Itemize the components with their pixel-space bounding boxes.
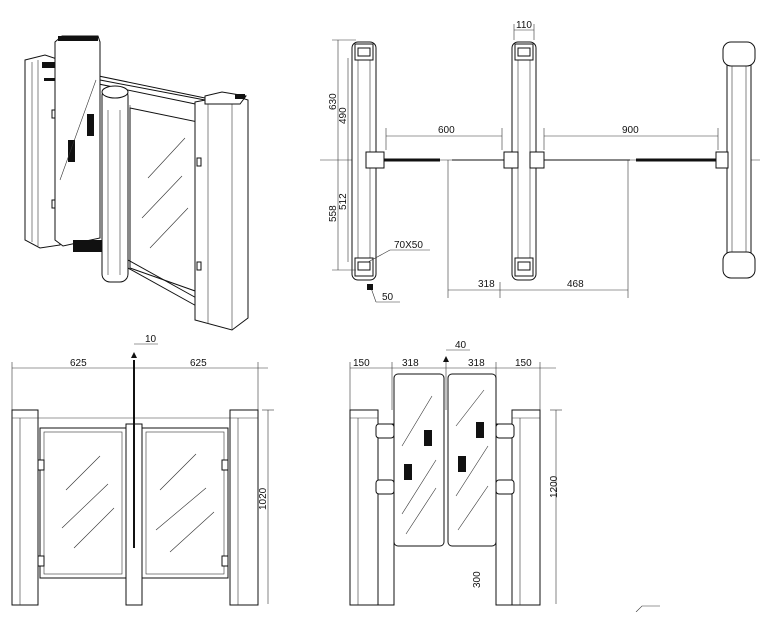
- iso-pivot-post: [101, 85, 129, 283]
- front-single-dim-625-left: 625: [70, 358, 87, 369]
- front-single-center-post: [125, 360, 143, 606]
- plan-dim-labels: 110 630 490 558 512 70X50 50 600 900 318…: [328, 20, 639, 303]
- plan-dimensions: [332, 24, 719, 303]
- front-double-dim-318-right: 318: [468, 358, 485, 369]
- front-single-dim-10: 10: [145, 334, 157, 345]
- front-single-dimensions: 625 625 10 1020: [11, 334, 274, 604]
- plan-dim-50: 50: [382, 292, 394, 303]
- front-double-leaf-left: [393, 373, 445, 547]
- plan-view: 110 630 490 558 512 70X50 50 600 900 318…: [320, 20, 760, 303]
- front-view-single: 625 625 10 1020: [11, 334, 274, 606]
- front-view-double: 150 318 40 318 150 1200 300: [349, 340, 562, 606]
- plan-dim-558: 558: [328, 205, 339, 222]
- front-single-dim-1020: 1020: [258, 487, 269, 510]
- front-single-cabinets: [11, 409, 259, 606]
- isometric-view: [24, 35, 249, 331]
- front-double-posts: [375, 423, 515, 606]
- plan-dim-70x50: 70X50: [394, 240, 423, 251]
- plan-dim-630: 630: [328, 93, 339, 110]
- plan-dim-900: 900: [622, 125, 639, 136]
- plan-dim-468: 468: [567, 279, 584, 290]
- iso-swing-leaf: [54, 35, 103, 252]
- front-double-dim-300: 300: [472, 571, 483, 588]
- front-double-cabinets: [349, 409, 541, 606]
- front-single-glass-right: [141, 427, 229, 579]
- plan-post-1: [351, 41, 385, 281]
- plan-dim-490: 490: [338, 107, 349, 124]
- front-double-dimensions: 150 318 40 318 150 1200 300: [349, 340, 562, 604]
- front-double-dim-1200: 1200: [549, 475, 560, 498]
- plan-post-2: [503, 41, 545, 281]
- front-double-dim-150-left: 150: [353, 358, 370, 369]
- corner-mark: [635, 605, 660, 613]
- iso-glass-panel: [129, 107, 199, 293]
- front-double-dim-40: 40: [455, 340, 467, 351]
- plan-dim-110: 110: [516, 20, 532, 31]
- plan-dim-600: 600: [438, 125, 455, 136]
- front-single-dim-625-right: 625: [190, 358, 207, 369]
- plan-dim-318: 318: [478, 279, 495, 290]
- front-double-dim-150-right: 150: [515, 358, 532, 369]
- iso-front-cabinet: [194, 91, 249, 331]
- plan-post-3: [715, 41, 756, 279]
- plan-leaves: [384, 158, 716, 298]
- front-double-leaf-right: [447, 373, 497, 547]
- front-single-glass-left: [37, 427, 127, 579]
- front-double-dim-318-left: 318: [402, 358, 419, 369]
- plan-dim-512: 512: [338, 193, 349, 210]
